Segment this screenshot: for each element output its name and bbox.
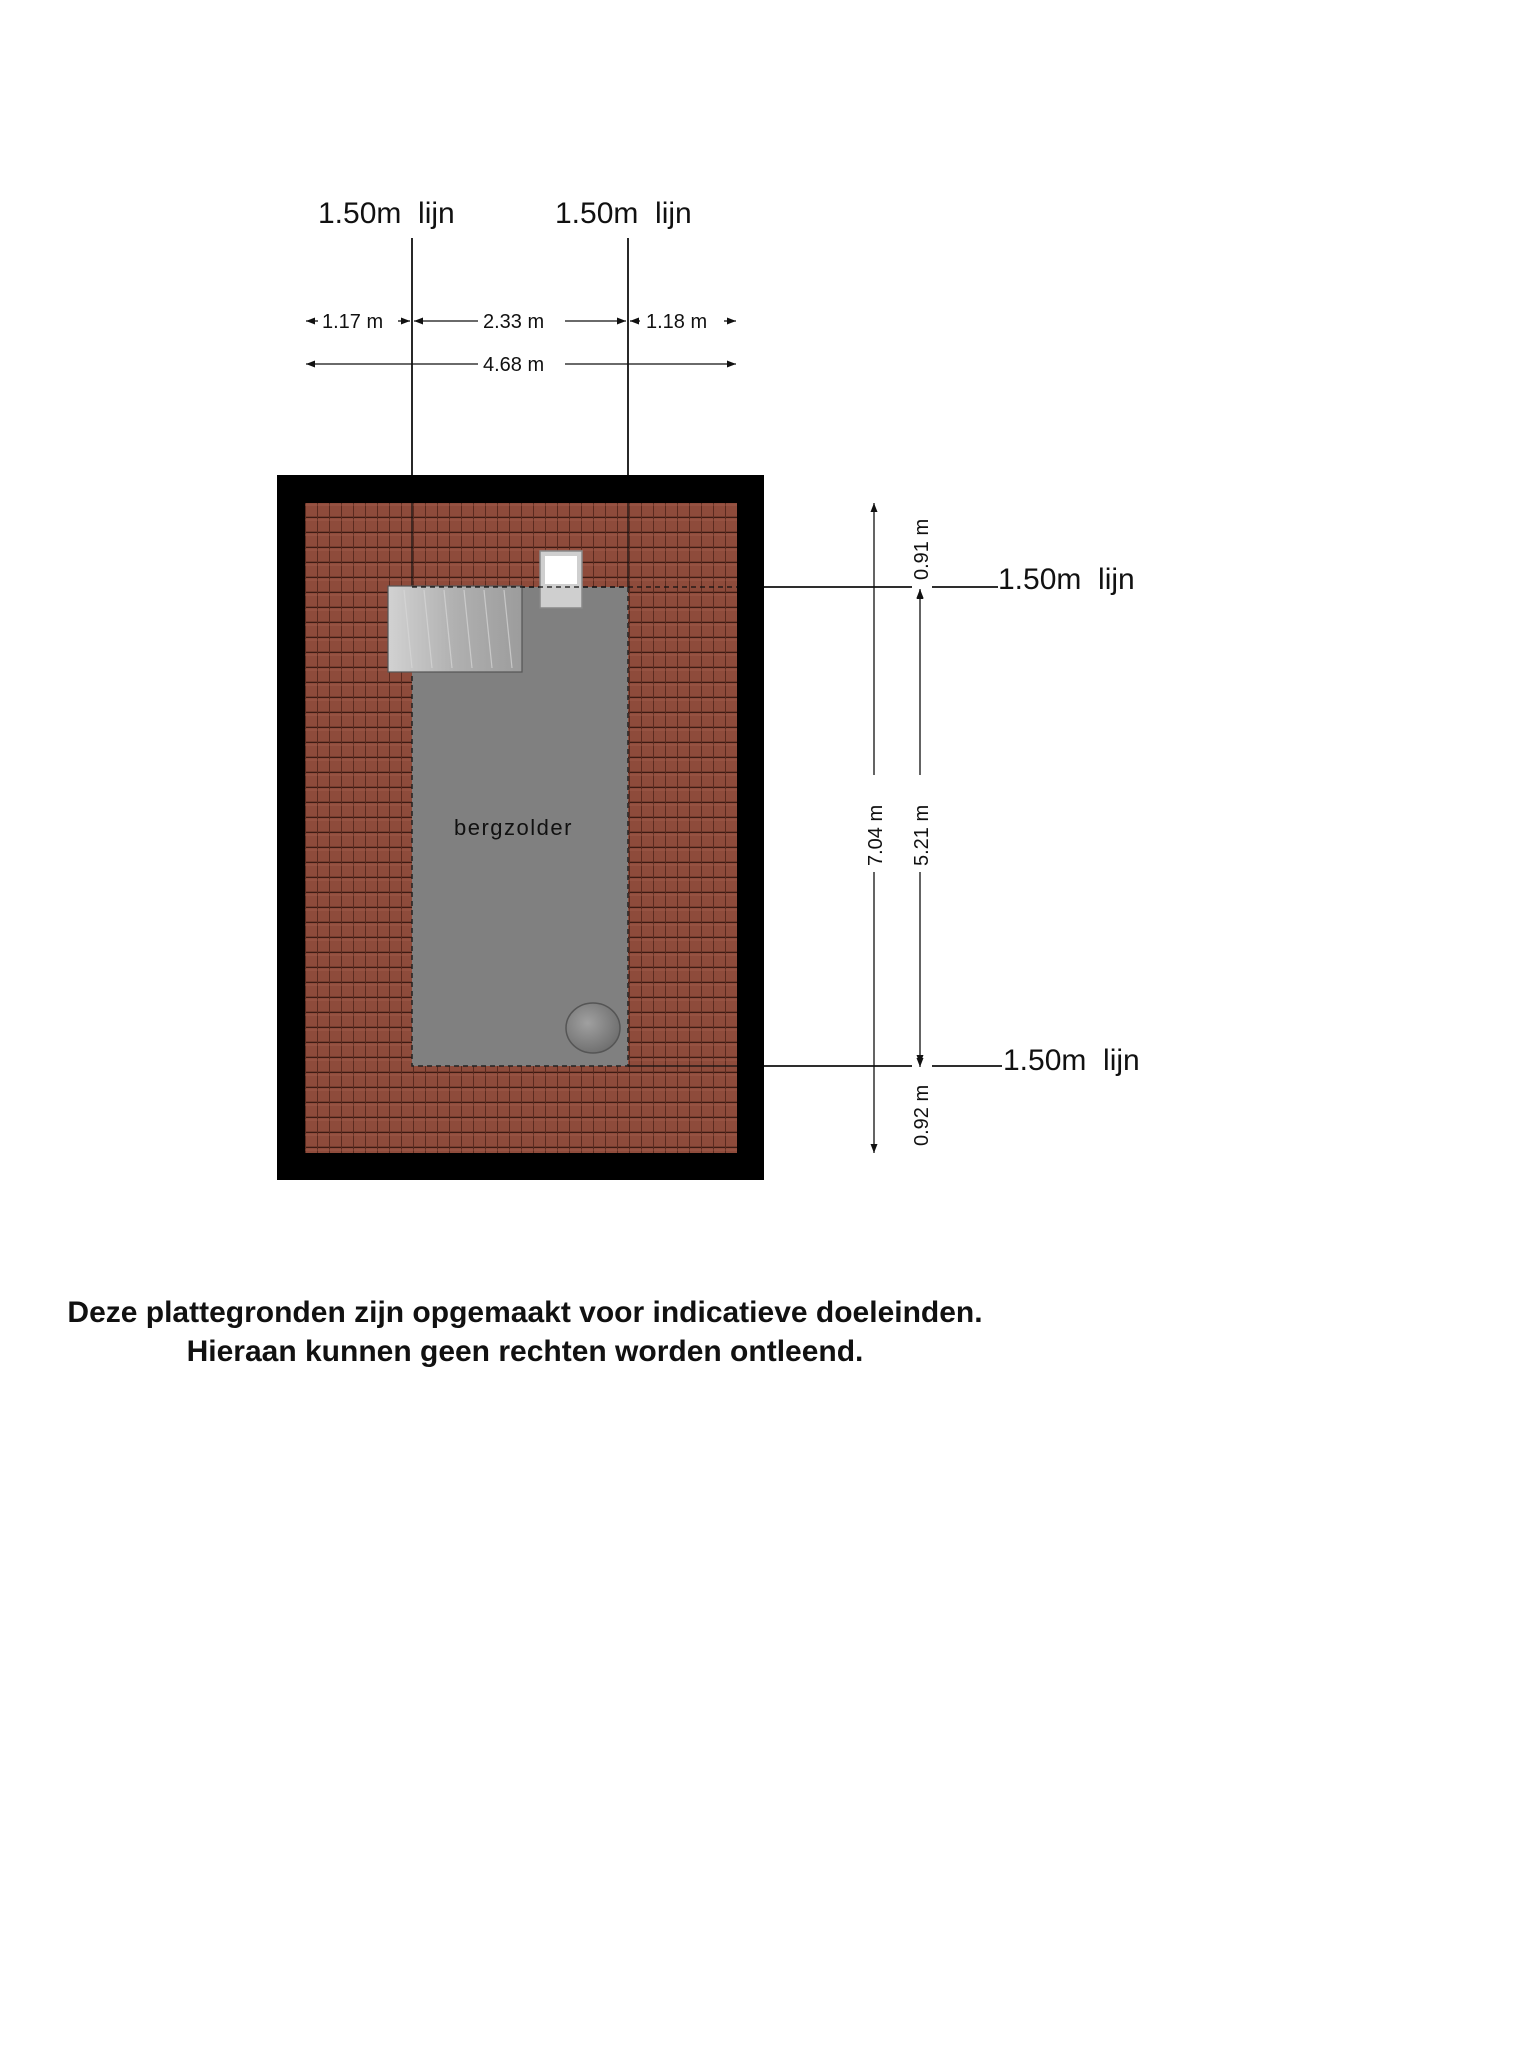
dim-label-left: 1.17 m <box>322 311 383 333</box>
dim-label-middle-height: 5.21 m <box>911 805 933 866</box>
chimney-vent <box>565 1002 621 1054</box>
dim-label-middle: 2.33 m <box>483 311 544 333</box>
room-label: bergzolder <box>454 815 573 840</box>
line-label-top-right: 1.50m lijn <box>555 197 692 230</box>
dim-label-top-height: 0.91 m <box>911 519 933 580</box>
dim-label-bottom-height: 0.92 m <box>911 1085 933 1146</box>
line-label-right-bottom: 1.50m lijn <box>1003 1044 1140 1077</box>
dim-label-right: 1.18 m <box>646 311 707 333</box>
disclaimer-line-1: Deze plattegronden zijn opgemaakt voor i… <box>67 1296 983 1329</box>
dim-label-total-width: 4.68 m <box>483 354 544 376</box>
roof-hatch <box>539 550 583 609</box>
disclaimer-line-2: Hieraan kunnen geen rechten worden ontle… <box>186 1335 864 1368</box>
floor-plan: 1.50m lijn 1.50m lijn 1.17 m 2.33 m 1.18… <box>277 197 1140 1180</box>
line-label-top-left: 1.50m lijn <box>318 197 455 230</box>
stair <box>387 585 523 673</box>
line-label-right-top: 1.50m lijn <box>998 563 1135 596</box>
dim-label-total-height: 7.04 m <box>865 805 887 866</box>
